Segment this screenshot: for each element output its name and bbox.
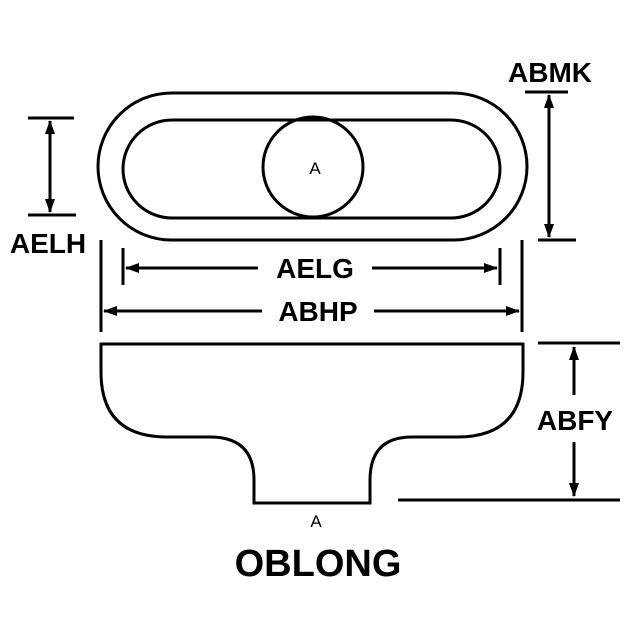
abmk-label: ABMK [508, 57, 592, 88]
abfy-label: ABFY [537, 405, 614, 436]
center-circle [261, 115, 365, 219]
outer-oblong [96, 91, 529, 242]
side-profile [99, 342, 525, 505]
shape-name-label: OBLONG [235, 543, 402, 585]
abhp-label: ABHP [278, 296, 357, 327]
bottom-a-label: A [310, 512, 322, 531]
aelh-label: AELH [10, 228, 86, 259]
aelg-label: AELG [276, 253, 354, 284]
center-a-label: A [309, 159, 321, 178]
